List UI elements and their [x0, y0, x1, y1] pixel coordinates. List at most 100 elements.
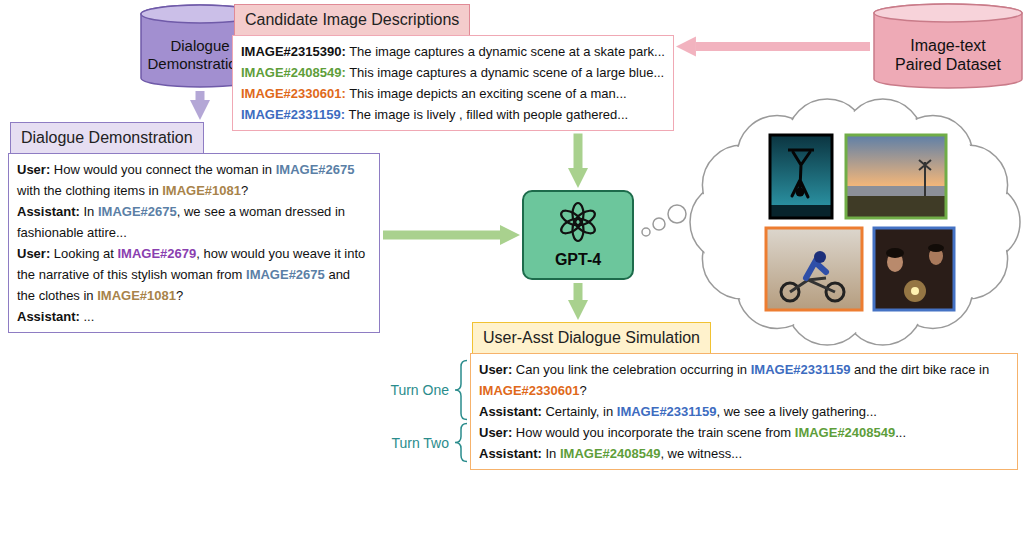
- panel-body: User: How would you connect the woman in…: [8, 153, 380, 333]
- utterance: The image captures a dynamic scene at a …: [346, 44, 665, 59]
- turn-label: Turn One: [390, 381, 449, 399]
- photo-floor: [770, 205, 832, 218]
- crossing-sign: [919, 160, 931, 170]
- panel-heading: Dialogue Demonstration: [10, 122, 204, 154]
- rider-helmet: [814, 251, 826, 263]
- speaker: User:: [479, 425, 512, 440]
- candle-glow: [904, 280, 926, 302]
- speaker: Assistant:: [17, 204, 80, 219]
- cloud-fill: [692, 101, 1019, 344]
- dialogue-line: IMAGE#2331159: The image is lively , fil…: [241, 104, 665, 125]
- cylinder-body: [874, 4, 1022, 88]
- image-reference: IMAGE#2408549: [560, 446, 660, 461]
- train-photo: [846, 135, 946, 218]
- utterance: and the dirt bike race in: [850, 362, 989, 377]
- photo-frame: [766, 228, 862, 310]
- image-reference: IMAGE#1081: [97, 288, 176, 303]
- cylinder-top: [874, 4, 1022, 22]
- llm-box: GPT-4: [522, 190, 634, 280]
- image-reference: IMAGE#2675: [98, 204, 177, 219]
- utterance: Certainly, in: [542, 404, 617, 419]
- thought-bubbles: [642, 205, 686, 236]
- simulation-panel: User-Asst Dialogue SimulationUser: Can y…: [470, 322, 1018, 470]
- flow-arrow: [574, 134, 583, 169]
- utterance: How would you incorporate the train scen…: [512, 425, 795, 440]
- utterance: with the clothing items in: [17, 183, 162, 198]
- turn-bracket: [455, 361, 467, 420]
- utterance: How would you connect the woman in: [50, 162, 275, 177]
- flow-arrow: [196, 91, 205, 100]
- bubble: [642, 228, 650, 236]
- photo-ground: [846, 196, 946, 218]
- flow-arrow: [696, 42, 870, 51]
- dialogue-line: Assistant: ...: [17, 306, 371, 327]
- image-reference: IMAGE#2331159: [617, 404, 717, 419]
- utterance: Can you link the celebration occurring i…: [512, 362, 750, 377]
- utterance: ...: [80, 309, 94, 324]
- utterance: This image depicts an exciting scene of …: [346, 86, 627, 101]
- database-cylinder: Image-text Paired Dataset: [873, 3, 1023, 89]
- dialogue-line: User: How would you connect the woman in…: [17, 159, 371, 201]
- rider: [806, 262, 826, 278]
- image-reference: IMAGE#2331159: [751, 362, 851, 377]
- model-name: GPT-4: [524, 250, 632, 270]
- image-reference: IMAGE#2330601: [479, 383, 579, 398]
- turn-label: Turn Two: [391, 434, 449, 452]
- utterance: ?: [241, 183, 248, 198]
- image-reference: IMAGE#2679: [117, 246, 196, 261]
- photo-dark: [874, 228, 954, 310]
- utterance: , we witness...: [660, 446, 742, 461]
- image-reference: IMAGE#2408549:: [241, 65, 346, 80]
- dialogue-line: User: How would you incorporate the trai…: [479, 422, 1009, 443]
- dialogue-line: IMAGE#2330601: This image depicts an exc…: [241, 83, 665, 104]
- dialogue-line: Assistant: In IMAGE#2675, we see a woman…: [17, 201, 371, 243]
- flow-arrow: [574, 283, 583, 300]
- dialogue-line: Assistant: In IMAGE#2408549, we witness.…: [479, 443, 1009, 464]
- thought-cloud: [690, 99, 1020, 345]
- utterance: ...: [895, 425, 906, 440]
- dialogue-line: IMAGE#2315390: The image captures a dyna…: [241, 41, 665, 62]
- panel-heading: Candidate Image Descriptions: [234, 4, 470, 36]
- description-panel: Candidate Image DescriptionsIMAGE#231539…: [232, 4, 674, 131]
- panel-heading: User-Asst Dialogue Simulation: [472, 322, 711, 354]
- skater-figure: [792, 152, 810, 197]
- cylinder-label: Image-text Paired Dataset: [889, 36, 1007, 74]
- image-reference: IMAGE#2315390:: [241, 44, 346, 59]
- logo-petal: [559, 208, 584, 229]
- photo-frame: [874, 228, 954, 310]
- utterance: In: [542, 446, 560, 461]
- party-photo: [874, 228, 954, 310]
- image-reference: IMAGE#2675: [246, 267, 325, 282]
- speaker: User:: [17, 246, 50, 261]
- motorbike-photo: [766, 228, 862, 310]
- utterance: This image captures a dynamic scene of a…: [346, 65, 664, 80]
- dialogue-line: User: Can you link the celebration occur…: [479, 359, 1009, 401]
- speaker: User:: [479, 362, 512, 377]
- dialogue-line: IMAGE#2408549: This image captures a dyn…: [241, 62, 665, 83]
- bike-frame: [790, 278, 835, 292]
- image-reference: IMAGE#1081: [162, 183, 241, 198]
- dialogue-line: User: Looking at IMAGE#2679, how would y…: [17, 243, 371, 306]
- speaker: User:: [17, 162, 50, 177]
- utterance: The image is lively , filled with people…: [345, 107, 628, 122]
- speaker: Assistant:: [479, 446, 542, 461]
- hair: [928, 244, 944, 252]
- turn-bracket: [455, 424, 467, 462]
- bubble: [668, 205, 686, 223]
- panel-body: User: Can you link the celebration occur…: [470, 353, 1018, 470]
- panel-body: IMAGE#2315390: The image captures a dyna…: [232, 35, 674, 131]
- utterance: ?: [176, 288, 183, 303]
- image-reference: IMAGE#2675: [276, 162, 355, 177]
- flow-arrow: [383, 231, 500, 240]
- utterance: , we see a lively gathering...: [717, 404, 877, 419]
- utterance: In: [80, 204, 98, 219]
- model-logo: [556, 200, 600, 244]
- skate-photo: [770, 135, 832, 218]
- photo-sky: [846, 135, 946, 218]
- dialogue-line: Assistant: Certainly, in IMAGE#2331159, …: [479, 401, 1009, 422]
- speaker: Assistant:: [479, 404, 542, 419]
- hair: [886, 248, 904, 258]
- speaker: Assistant:: [17, 309, 80, 324]
- cloud-outline: [690, 99, 1020, 345]
